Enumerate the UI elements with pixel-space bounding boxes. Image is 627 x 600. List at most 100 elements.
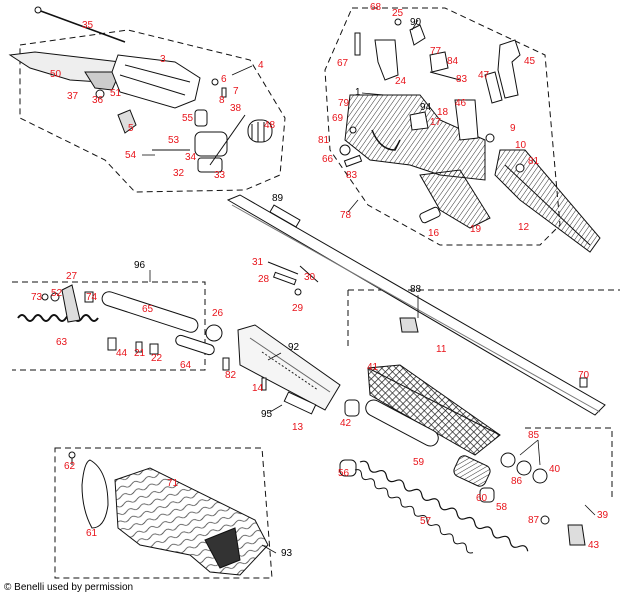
callout-67: 67 [337,58,349,69]
callout-86: 86 [511,476,523,487]
callout-9: 9 [510,123,516,134]
callout-11: 11 [436,344,447,355]
credit-text: © Benelli used by permission [4,582,134,593]
callout-8: 8 [219,95,225,106]
callout-25: 25 [392,8,404,19]
callout-51: 51 [110,88,122,99]
callout-65: 65 [142,304,154,315]
butt-pad [81,459,109,529]
callout-43: 43 [588,540,600,551]
recoil-group [17,284,230,371]
callout-89: 89 [272,193,284,204]
callout-74: 74 [86,292,98,303]
callout-87: 87 [528,515,540,526]
callout-56: 56 [338,468,350,479]
callout-27: 27 [66,271,78,282]
callout-31: 31 [252,257,264,268]
callout-58: 58 [496,502,508,513]
callout-52: 52 [51,288,63,299]
callout-36: 36 [92,95,104,106]
callout-38: 38 [230,103,242,114]
callout-84: 84 [447,56,459,67]
callout-88: 88 [410,284,422,295]
callout-22: 22 [151,353,163,364]
callout-32: 32 [173,168,185,179]
callout-78: 78 [340,210,352,221]
callout-35: 35 [82,20,94,31]
callout-44: 44 [116,348,128,359]
forend [367,364,501,456]
callout-17: 17 [430,117,442,128]
callout-1: 1 [355,87,361,98]
callout-73: 73 [31,292,43,303]
callout-66: 66 [322,154,334,165]
callout-60: 60 [476,493,488,504]
callout-14: 14 [252,383,264,394]
callout-48: 48 [264,120,276,131]
callout-82: 82 [225,370,237,381]
magazine-spring [359,460,529,552]
trigger-group-frame [324,7,561,246]
callout-7: 7 [233,86,239,97]
hammer [374,39,399,81]
callout-96: 96 [134,260,146,271]
callout-18: 18 [437,107,449,118]
callout-83b: 83 [346,170,358,181]
callout-63: 63 [56,337,68,348]
callout-81a: 81 [318,135,330,146]
callout-55: 55 [182,113,194,124]
callout-6: 6 [221,74,227,85]
callout-71: 71 [167,478,179,489]
callout-10: 10 [515,140,527,151]
callout-81b: 81 [528,156,540,167]
callout-30: 30 [304,272,316,283]
callout-29: 29 [292,303,304,314]
callout-45: 45 [524,56,536,67]
callout-47: 47 [478,70,490,81]
callout-12: 12 [518,222,530,233]
callout-61: 61 [86,528,98,539]
callout-24: 24 [395,76,407,87]
callout-69: 69 [332,113,344,124]
callout-34: 34 [185,152,197,163]
callout-70: 70 [578,370,590,381]
callout-5: 5 [128,123,134,134]
callout-68: 68 [370,2,382,13]
callout-42: 42 [340,418,352,429]
callout-3: 3 [160,54,166,65]
callout-28: 28 [258,274,270,285]
callouts: 35 50 3 4 6 7 8 38 37 36 51 5 55 48 53 5… [31,2,609,559]
callout-26: 26 [212,308,224,319]
callout-46: 46 [455,98,467,109]
callout-53: 53 [168,135,180,146]
callout-64: 64 [180,360,192,371]
callout-13: 13 [292,422,304,433]
callout-19: 19 [470,224,482,235]
trigger-group [339,18,601,253]
callout-37: 37 [67,91,79,102]
callout-83a: 83 [456,74,468,85]
forend-group [339,364,586,554]
callout-59: 59 [413,457,425,468]
callout-41: 41 [367,362,379,373]
butt-stock [68,451,269,576]
callout-95: 95 [261,409,273,420]
callout-79: 79 [338,98,350,109]
disconnector [497,39,521,99]
callout-94: 94 [420,102,432,113]
receiver [237,261,341,415]
callout-50: 50 [50,69,62,80]
callout-21: 21 [134,348,146,359]
callout-93: 93 [281,548,293,559]
magazine-cap [567,524,586,546]
leader-lines [142,19,596,554]
bolt-group-frame [19,29,286,193]
callout-4: 4 [258,60,264,71]
bolt-group [8,6,273,173]
callout-16: 16 [428,228,440,239]
callout-40: 40 [549,464,561,475]
barrel [226,194,606,416]
trigger-guard-rail [494,149,601,253]
callout-33: 33 [214,170,226,181]
